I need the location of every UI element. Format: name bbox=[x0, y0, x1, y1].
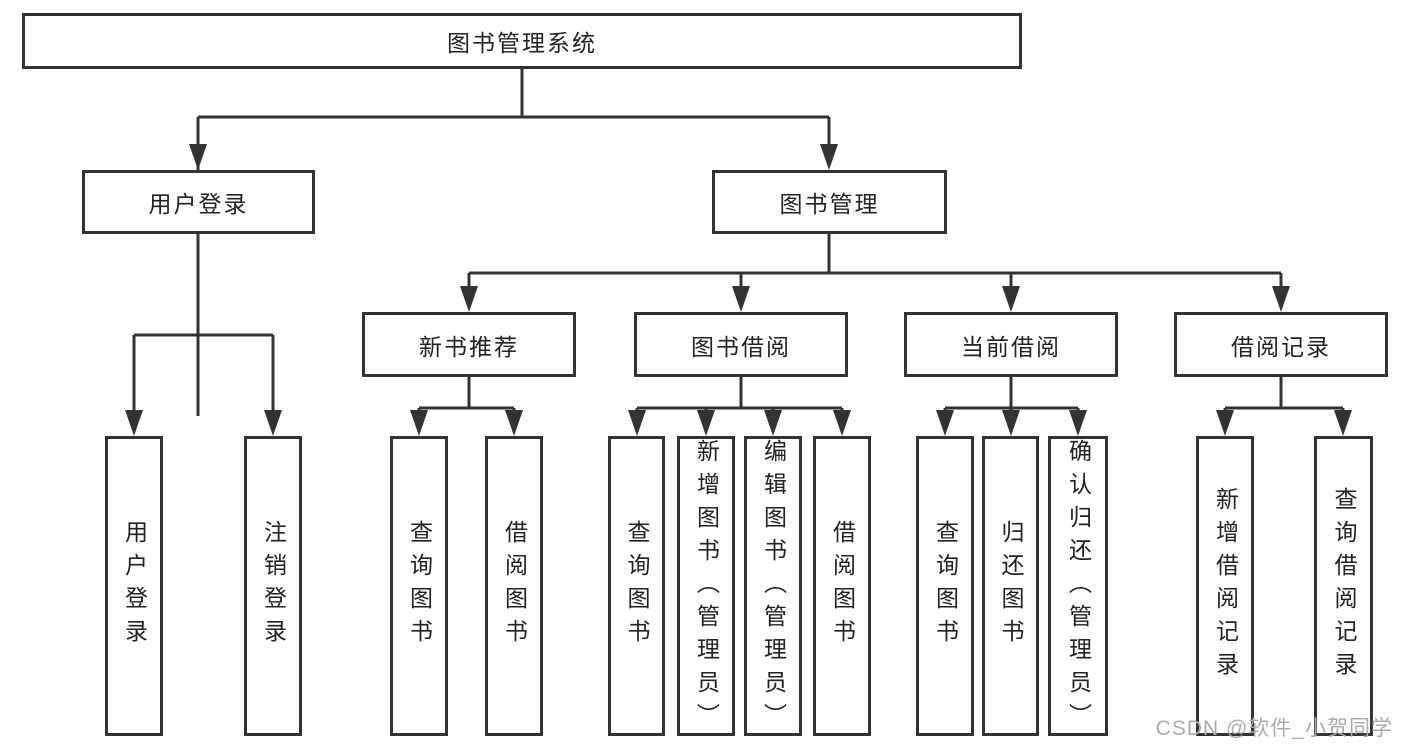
arrow-leaf-confirm-return bbox=[1069, 410, 1087, 436]
leaf-query-book-borrow: 查询图书 bbox=[608, 436, 665, 736]
connector-login-bus bbox=[132, 234, 275, 418]
arrow-leaf-query-2 bbox=[628, 410, 646, 436]
arrow-leaf-edit-book bbox=[764, 410, 782, 436]
csdn-watermark: CSDN @软件_小贺同学 bbox=[1155, 717, 1393, 740]
node-user-login: 用户登录 bbox=[82, 170, 315, 234]
arrow-book-borrow bbox=[732, 286, 750, 312]
leaf-add-book-admin: 新增图书（管理员） bbox=[677, 436, 735, 736]
node-borrow-records: 借阅记录 bbox=[1174, 312, 1388, 377]
arrow-new-book-recommend bbox=[460, 286, 478, 312]
node-root-system: 图书管理系统 bbox=[22, 13, 1022, 69]
leaf-return-book: 归还图书 bbox=[982, 436, 1039, 736]
arrow-leaf-query-3 bbox=[936, 410, 954, 436]
arrow-leaf-login bbox=[125, 410, 143, 436]
node-current-borrow: 当前借阅 bbox=[904, 312, 1118, 377]
leaf-borrow-book: 借阅图书 bbox=[813, 436, 871, 736]
node-book-management: 图书管理 bbox=[712, 170, 947, 234]
leaf-logout: 注销登录 bbox=[244, 436, 302, 736]
leaf-add-borrow-record: 新增借阅记录 bbox=[1196, 436, 1254, 736]
arrow-leaf-add-book bbox=[697, 410, 715, 436]
arrow-book-management bbox=[820, 144, 838, 170]
arrow-borrow-records bbox=[1272, 286, 1290, 312]
leaf-user-login: 用户登录 bbox=[105, 436, 163, 736]
connector-arrowheads bbox=[125, 144, 1352, 436]
arrow-leaf-add-record bbox=[1216, 410, 1234, 436]
arrow-leaf-return-book bbox=[1002, 410, 1020, 436]
connector-paths bbox=[132, 69, 1345, 418]
arrow-leaf-borrow-2 bbox=[833, 410, 851, 436]
leaf-query-borrow-record: 查询借阅记录 bbox=[1314, 436, 1373, 736]
connector-borrow-bus bbox=[635, 377, 844, 418]
node-book-borrow: 图书借阅 bbox=[634, 312, 848, 377]
arrow-current-borrow bbox=[1002, 286, 1020, 312]
arrow-leaf-borrow-1 bbox=[505, 410, 523, 436]
connector-mgmt-bus bbox=[467, 234, 1283, 294]
leaf-borrow-book-recommend: 借阅图书 bbox=[485, 436, 543, 736]
arrow-user-login bbox=[189, 144, 207, 170]
leaf-query-book-recommend: 查询图书 bbox=[390, 436, 448, 736]
arrow-leaf-query-record bbox=[1334, 410, 1352, 436]
leaf-query-book-current: 查询图书 bbox=[916, 436, 974, 736]
connector-records-bus bbox=[1223, 377, 1345, 418]
leaf-edit-book-admin: 编辑图书（管理员） bbox=[744, 436, 802, 736]
arrow-leaf-query-1 bbox=[410, 410, 428, 436]
arrow-leaf-logout bbox=[264, 410, 282, 436]
node-new-book-recommend: 新书推荐 bbox=[362, 312, 576, 377]
leaf-confirm-return-admin: 确认归还（管理员） bbox=[1048, 436, 1108, 736]
connector-recommend-bus bbox=[417, 377, 516, 418]
connector-root-bus bbox=[196, 69, 831, 416]
